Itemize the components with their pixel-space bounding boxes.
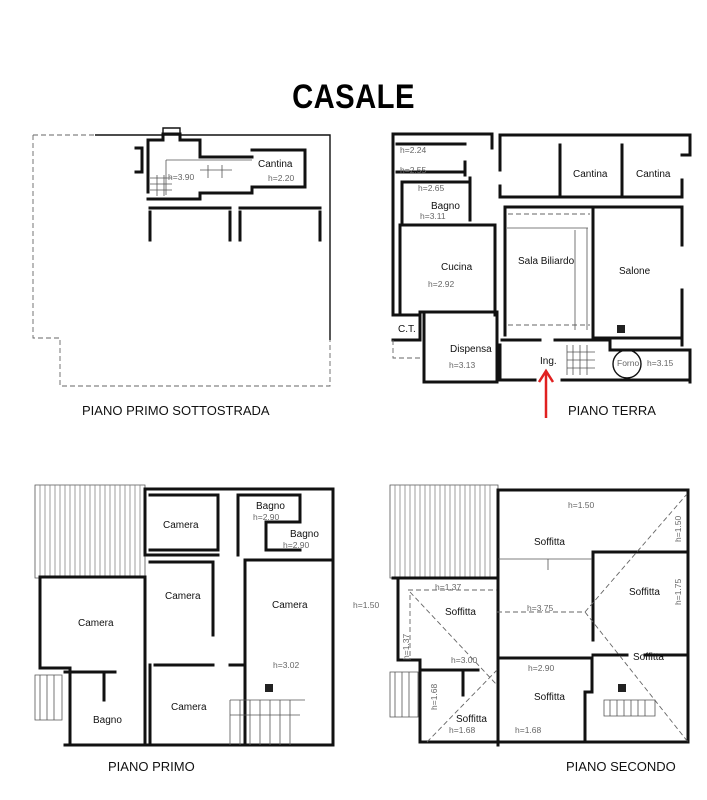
room-label: Camera bbox=[272, 600, 308, 611]
room-label: Salone bbox=[619, 266, 651, 277]
room-label: Soffitta bbox=[456, 714, 487, 725]
entrance-arrow-icon bbox=[537, 368, 555, 418]
room-height: h=1.68 bbox=[515, 725, 542, 735]
plan-secondo: h=1.50 h=1.50 h=1.75 h=1.37 h=1.50 h=1.3… bbox=[353, 484, 690, 774]
room-label: Soffitta bbox=[629, 587, 660, 598]
floor-label-terra: PIANO TERRA bbox=[568, 403, 656, 418]
room-height: h=3.90 bbox=[168, 172, 195, 182]
page-title: CASALE bbox=[292, 78, 415, 116]
terrace-hatch bbox=[389, 484, 499, 579]
room-label: Camera bbox=[165, 591, 201, 602]
room-label: Cucina bbox=[441, 262, 473, 273]
room-label: Bagno bbox=[431, 201, 460, 212]
plan-primo: Camera Bagno h=2.90 Bagno h=2.90 Camera … bbox=[34, 484, 335, 774]
room-height: h=2.65 bbox=[418, 183, 445, 193]
room-height: h=1.37 bbox=[401, 633, 411, 660]
room-label: Dispensa bbox=[450, 344, 492, 355]
floor-label-sottostrada: PIANO PRIMO SOTTOSTRADA bbox=[82, 403, 270, 418]
room-label: Sala Biliardo bbox=[518, 256, 575, 267]
room-height: h=1.50 bbox=[353, 600, 380, 610]
plan-sottostrada: Cantina h=2.20 h=3.90 PIANO PRIMO SOTTOS… bbox=[32, 127, 331, 418]
terrace-hatch bbox=[34, 484, 146, 579]
room-height: h=1.37 bbox=[435, 582, 462, 592]
room-label: Bagno bbox=[256, 501, 285, 512]
room-height: h=2.24 bbox=[400, 145, 427, 155]
room-label: Cantina bbox=[573, 169, 608, 180]
room-height: h=1.75 bbox=[673, 578, 683, 605]
room-height: h=2.90 bbox=[253, 512, 280, 522]
room-height: h=1.50 bbox=[673, 515, 683, 542]
room-height: h=2.90 bbox=[283, 540, 310, 550]
room-label: Camera bbox=[78, 618, 114, 629]
room-label: Soffitta bbox=[534, 692, 565, 703]
room-label: C.T. bbox=[398, 324, 416, 335]
room-label: Soffitta bbox=[633, 652, 664, 663]
room-label: Cantina bbox=[636, 169, 671, 180]
room-height: h=2.20 bbox=[268, 173, 295, 183]
room-label: Bagno bbox=[290, 529, 319, 540]
floor-label-secondo: PIANO SECONDO bbox=[566, 759, 676, 774]
room-label: Soffitta bbox=[445, 607, 476, 618]
room-height: h=3.02 bbox=[273, 660, 300, 670]
room-height: h=1.68 bbox=[449, 725, 476, 735]
room-height: h=2.92 bbox=[428, 279, 455, 289]
room-height: h=3.15 bbox=[647, 358, 674, 368]
room-height: h=2.55 bbox=[400, 165, 427, 175]
room-height: h=1.68 bbox=[429, 683, 439, 710]
room-height: h=2.90 bbox=[528, 663, 555, 673]
room-label: Camera bbox=[171, 702, 207, 713]
floor-label-primo: PIANO PRIMO bbox=[108, 759, 195, 774]
room-height: h=3.75 bbox=[527, 603, 554, 613]
room-height: h=3.11 bbox=[420, 211, 446, 221]
room-label: Cantina bbox=[258, 159, 293, 170]
plan-terra: h=2.24 h=2.55 h=2.65 Cantina Cantina Bag… bbox=[391, 132, 692, 418]
room-label: Soffitta bbox=[534, 537, 565, 548]
room-height: h=3.00 bbox=[451, 655, 478, 665]
room-label: Bagno bbox=[93, 715, 122, 726]
room-height: h=3.13 bbox=[449, 360, 476, 370]
room-label: Camera bbox=[163, 520, 199, 531]
room-label: Ing. bbox=[540, 356, 557, 367]
room-label: Forno bbox=[617, 358, 639, 368]
room-height: h=1.50 bbox=[568, 500, 595, 510]
